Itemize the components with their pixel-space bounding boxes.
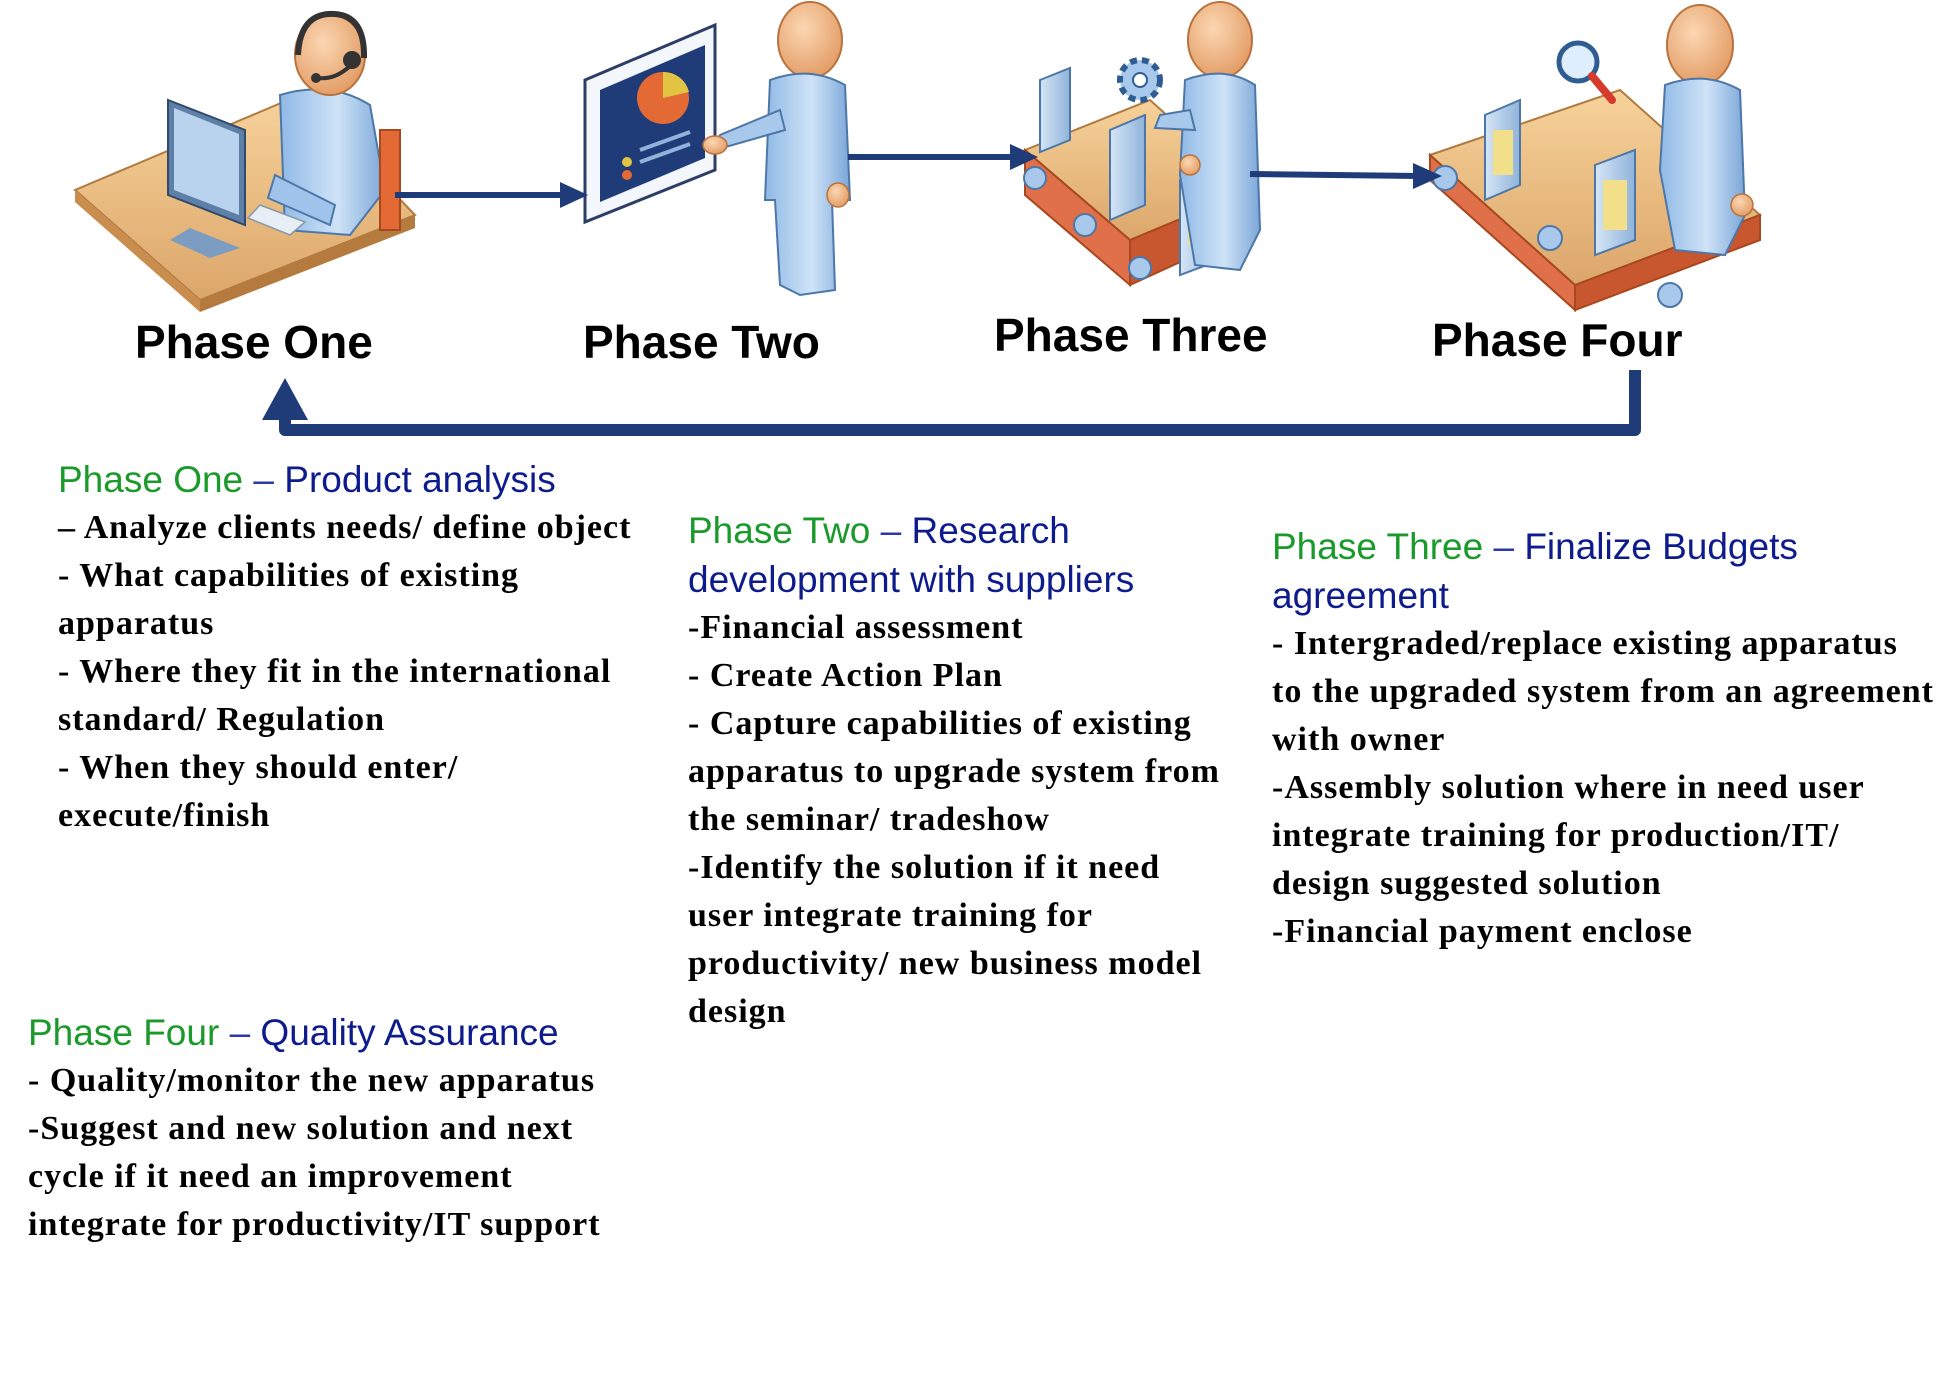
phase-three-illustration	[1023, 1, 1262, 288]
phase-two-heading: Phase Two – Research development with su…	[688, 510, 1135, 600]
phase-one-label: Phase One	[135, 316, 373, 368]
phase-two-description: Phase Two – Research development with su…	[688, 506, 1233, 1036]
list-item: -Identify the solution if it need user i…	[688, 849, 1203, 1030]
gear-assembly-icon	[1117, 57, 1163, 103]
phase-one-description: Phase One – Product analysis – Analyze c…	[58, 455, 658, 840]
phase-two-illustration	[583, 1, 852, 297]
arrow-return-to-phase-one	[262, 370, 1641, 436]
list-item: - What capabilities of existing apparatu…	[58, 557, 520, 642]
phase-three-heading: Phase Three – Finalize Budgets agreement	[1272, 526, 1798, 616]
phase-one-heading: Phase One – Product analysis	[58, 459, 556, 500]
phase-four-label: Phase Four	[1432, 314, 1683, 366]
list-item: - Intergraded/replace existing apparatus…	[1272, 625, 1934, 758]
list-item: - Create Action Plan	[688, 657, 1003, 694]
list-item: – Analyze clients needs/ define object	[58, 509, 632, 546]
phase-one-illustration	[73, 10, 417, 312]
arrow-phase-one-to-two	[395, 182, 588, 208]
arrow-phase-three-to-four	[1249, 163, 1442, 189]
list-item: - Where they fit in the international st…	[58, 653, 612, 738]
phase-four-description: Phase Four – Quality Assurance - Quality…	[28, 1008, 658, 1249]
phase-two-items: -Financial assessment - Create Action Pl…	[688, 604, 1233, 1036]
phase-three-description: Phase Three – Finalize Budgets agreement…	[1272, 522, 1937, 956]
phase-one-items: – Analyze clients needs/ define object -…	[58, 504, 658, 840]
phase-four-illustration	[1428, 4, 1762, 313]
phase-three-label: Phase Three	[994, 309, 1268, 361]
list-item: -Assembly solution where in need user in…	[1272, 769, 1865, 902]
list-item: - Quality/monitor the new apparatus	[28, 1062, 596, 1099]
headset-operator-icon	[294, 10, 368, 96]
list-item: -Financial payment enclose	[1272, 913, 1693, 950]
list-item: -Suggest and new solution and next cycle…	[28, 1110, 601, 1243]
magnifier-inspection-icon	[1556, 40, 1616, 104]
phase-four-heading: Phase Four – Quality Assurance	[28, 1012, 559, 1053]
list-item: - Capture capabilities of existing appar…	[688, 705, 1220, 838]
list-item: - When they should enter/ execute/finish	[58, 749, 459, 834]
arrow-phase-two-to-three	[848, 144, 1038, 170]
phase-three-items: - Intergraded/replace existing apparatus…	[1272, 620, 1937, 956]
phase-two-label: Phase Two	[583, 316, 820, 368]
phase-four-items: - Quality/monitor the new apparatus -Sug…	[28, 1057, 658, 1249]
presentation-screen-icon	[583, 22, 717, 225]
list-item: -Financial assessment	[688, 609, 1024, 646]
